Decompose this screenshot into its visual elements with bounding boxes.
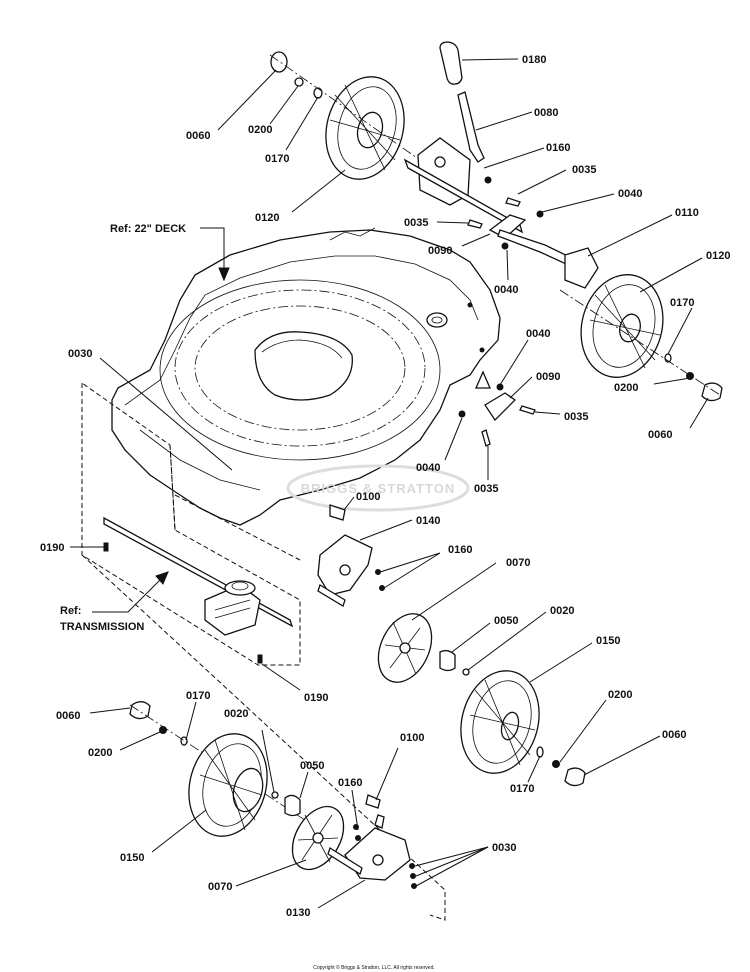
clip-0100: [329, 504, 346, 521]
key-0190: [103, 542, 109, 552]
copyright-notice: Copyright © Briggs & Stratton, LLC. All …: [313, 964, 435, 971]
ring-0020: [462, 668, 470, 676]
clip-0100-fl: [365, 794, 381, 809]
callout-0110: 0110: [675, 207, 699, 219]
front-bracket-0140: [317, 534, 373, 607]
callout-0120-b: 0120: [255, 212, 279, 224]
front-right-wheel-0150: [460, 670, 540, 774]
lever-0080: [457, 91, 485, 163]
hub-cap-0060-fl: [129, 701, 151, 720]
washer-0170-fr: [536, 746, 544, 758]
pinion-0050-fl: [284, 794, 301, 817]
callout-0035-d: 0035: [474, 483, 498, 495]
front-bracket-0130: [327, 814, 411, 881]
callout-0050-a: 0050: [494, 615, 518, 627]
callout-0030-b: 0030: [492, 842, 516, 854]
key-0190-b: [257, 654, 263, 664]
callout-0090-a: 0090: [428, 245, 452, 257]
callout-0170-a: 0170: [670, 297, 694, 309]
callout-0020-a: 0020: [550, 605, 574, 617]
hub-cap-0060-right: [701, 382, 723, 402]
callout-0040-c: 0040: [526, 328, 550, 340]
callout-0200-c: 0200: [88, 747, 112, 759]
callout-0160-c: 0160: [338, 777, 362, 789]
transmission-assembly: [103, 516, 294, 636]
knob-0180: [439, 41, 463, 85]
nut-0200: [294, 77, 304, 87]
callout-0070-a: 0070: [506, 557, 530, 569]
hub-cap-0060: [270, 51, 288, 73]
callout-0050-b: 0050: [300, 760, 324, 772]
ref-transmission-line1: Ref:: [60, 605, 81, 617]
hub-cap-0060-fr: [564, 767, 586, 787]
callout-0190-b: 0190: [304, 692, 328, 704]
rear-left-wheel-0120: [325, 76, 405, 180]
callout-0150-b: 0150: [120, 852, 144, 864]
callout-0060-d: 0060: [662, 729, 686, 741]
callout-0080: 0080: [534, 107, 558, 119]
callout-0060-a: 0060: [648, 429, 672, 441]
callout-0100-a: 0100: [356, 491, 380, 503]
ref-transmission-line2: TRANSMISSION: [60, 621, 144, 633]
callout-0100-b: 0100: [400, 732, 424, 744]
callout-0200-a: 0200: [614, 382, 638, 394]
ref-deck-label: Ref: 22" DECK: [110, 223, 186, 235]
ring-0020-fl: [271, 791, 279, 799]
callout-0170-d: 0170: [510, 783, 534, 795]
callout-0190-a: 0190: [40, 542, 64, 554]
callout-0120-a: 0120: [706, 250, 730, 262]
watermark-text: BRIGGS & STRATTON: [301, 481, 455, 496]
rear-right-wheel-0120: [580, 274, 664, 378]
callout-0160-a: 0160: [546, 142, 570, 154]
callout-0040-b: 0040: [494, 284, 518, 296]
drive-disc-0070: [377, 613, 433, 683]
leader-lines: [70, 58, 709, 909]
callout-0035-a: 0035: [572, 164, 596, 176]
callout-labels: 0180 0080 0160 0035 0040 0110 0120 0170 …: [40, 54, 730, 971]
callout-0040-d: 0040: [416, 462, 440, 474]
watermark: BRIGGS & STRATTON: [286, 464, 470, 512]
callout-0200-d: 0200: [608, 689, 632, 701]
callout-0020-b: 0020: [224, 708, 248, 720]
callout-0170-b: 0170: [265, 153, 289, 165]
callout-0070-b: 0070: [208, 881, 232, 893]
callout-0090-b: 0090: [536, 371, 560, 383]
callout-0130: 0130: [286, 907, 310, 919]
callout-0035-c: 0035: [564, 411, 588, 423]
callout-0040-a: 0040: [618, 188, 642, 200]
callout-0035-b: 0035: [404, 217, 428, 229]
washer-0170: [313, 87, 323, 99]
callout-0030-a: 0030: [68, 348, 92, 360]
callout-0150-a: 0150: [596, 635, 620, 647]
callout-0060-c: 0060: [56, 710, 80, 722]
pivot-bracket-0090-lower: [484, 392, 517, 422]
callout-0140: 0140: [416, 515, 440, 527]
callout-0180: 0180: [522, 54, 546, 66]
front-left-wheel-0150: [188, 733, 268, 837]
mower-deck: [111, 227, 501, 526]
pinion-0050: [439, 649, 456, 672]
callout-0200-b: 0200: [248, 124, 272, 136]
callout-0160-b: 0160: [448, 544, 472, 556]
washer-0170-fl: [180, 736, 188, 746]
callout-0170-c: 0170: [186, 690, 210, 702]
callout-0060-b: 0060: [186, 130, 210, 142]
